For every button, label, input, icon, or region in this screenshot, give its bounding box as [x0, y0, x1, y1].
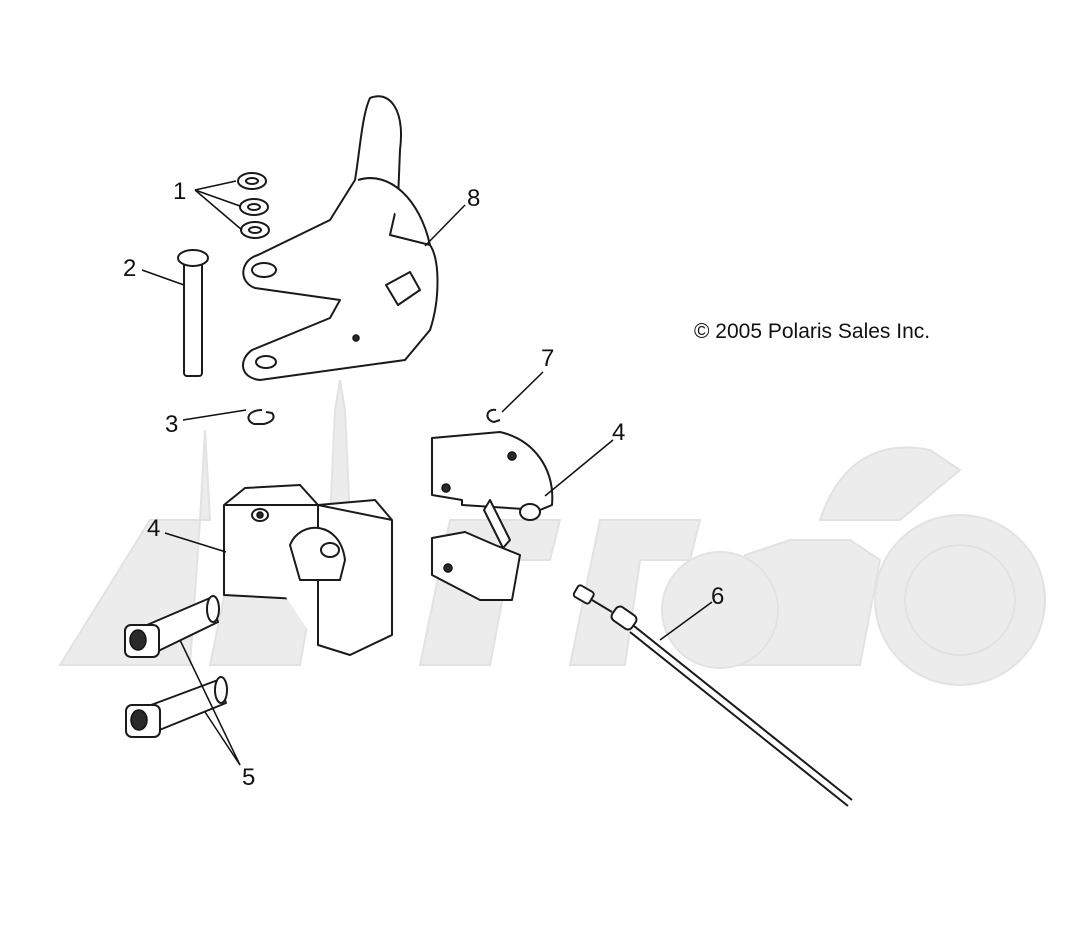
callout-7: 7 — [541, 345, 554, 372]
watermark-logo — [58, 379, 1046, 686]
callout-4-left: 4 — [147, 515, 160, 542]
e-clip — [247, 409, 275, 425]
housing-half-right — [431, 431, 554, 601]
callout-3: 3 — [165, 411, 178, 438]
pivot-pin — [177, 249, 209, 377]
leader-lines — [141, 180, 713, 766]
callout-6: 6 — [711, 583, 724, 610]
callout-2: 2 — [123, 255, 136, 282]
copyright-notice: © 2005 Polaris Sales Inc. — [694, 320, 930, 343]
housing-block-left — [223, 484, 393, 656]
bracket-arm — [242, 95, 439, 381]
callout-8: 8 — [467, 185, 480, 212]
callout-5: 5 — [242, 764, 255, 791]
callout-4-right: 4 — [612, 419, 625, 446]
retaining-clip — [486, 408, 501, 423]
callout-1: 1 — [173, 178, 186, 205]
washers — [237, 172, 270, 239]
throttle-cable — [572, 584, 853, 807]
